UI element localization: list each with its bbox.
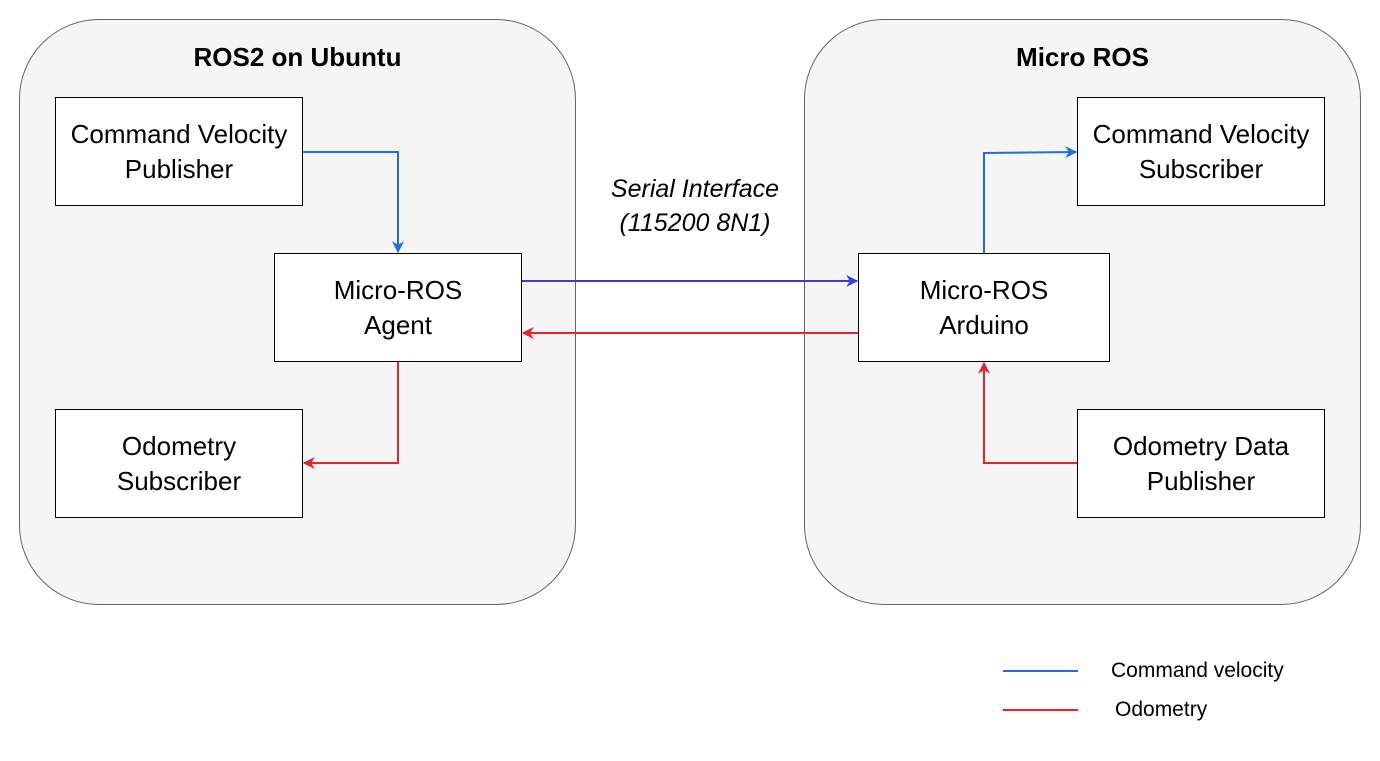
edge-agent-to-odom-sub xyxy=(302,362,399,469)
edge-odom-pub-to-arduino xyxy=(978,361,1077,464)
edge-cmdvel-pub-to-agent xyxy=(303,151,404,254)
serial-interface-label: Serial Interface (115200 8N1) xyxy=(610,175,780,237)
command-velocity-publisher-node: Command Velocity Publisher xyxy=(55,97,303,206)
legend-command-velocity-label: Command velocity xyxy=(1111,659,1284,682)
odometry-subscriber-node: Odometry Subscriber xyxy=(55,409,303,518)
legend-odometry-label: Odometry xyxy=(1115,698,1208,721)
micro-ros-arduino-node: Micro-ROS Arduino xyxy=(858,253,1110,362)
odometry-data-publisher-node: Odometry Data Publisher xyxy=(1077,409,1325,518)
edge-arduino-to-cmdvel-sub xyxy=(983,146,1078,253)
ros2-ubuntu-title: ROS2 on Ubuntu xyxy=(193,42,402,72)
micro-ros-title: Micro ROS xyxy=(1016,42,1149,72)
command-velocity-subscriber-node: Command Velocity Subscriber xyxy=(1077,97,1325,206)
micro-ros-agent-node: Micro-ROS Agent xyxy=(274,253,522,362)
